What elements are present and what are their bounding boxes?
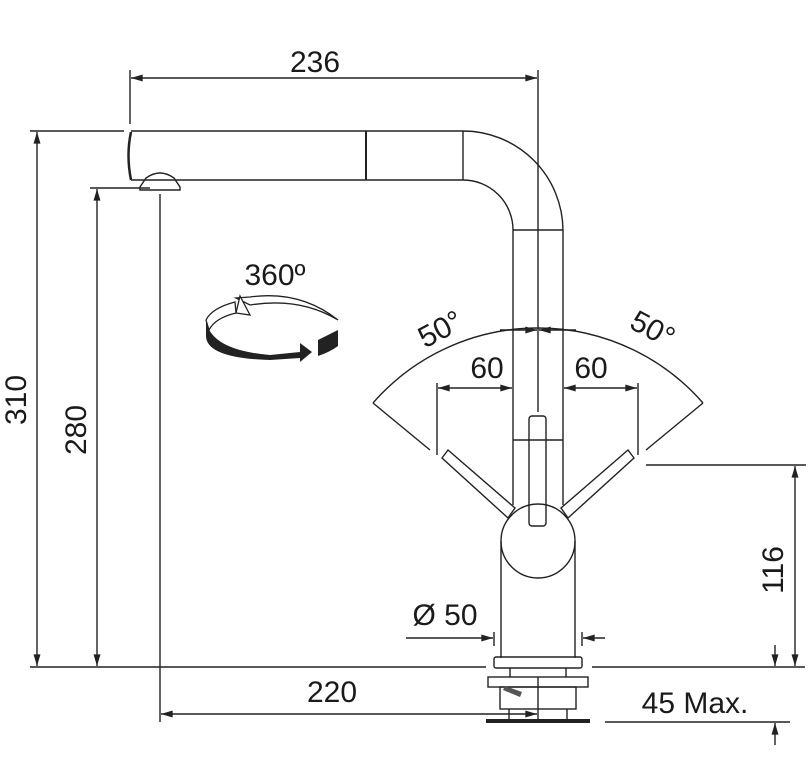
label-60-left: 60	[470, 352, 503, 385]
label-60-right: 60	[574, 352, 607, 385]
label-50-left: 50°	[413, 304, 469, 354]
label-220: 220	[307, 676, 357, 709]
faucet-body	[441, 415, 635, 723]
label-236: 236	[290, 46, 340, 79]
label-280: 280	[60, 405, 93, 455]
rotate-arrow-icon	[205, 294, 339, 362]
aerator	[139, 172, 181, 191]
dimension-base-diameter: Ø 50	[406, 599, 605, 646]
dimension-total-height: 310	[0, 130, 124, 666]
label-diameter-50: Ø 50	[412, 599, 477, 632]
dimension-max-deck: 45 Max.	[605, 645, 790, 745]
label-310: 310	[0, 375, 33, 425]
spout	[127, 130, 564, 505]
dimension-lever-height: 116	[646, 464, 806, 666]
dimension-lever-offset: 60 60	[436, 352, 639, 455]
rotation-indicator: 360º	[205, 259, 339, 362]
dimension-spout-height: 280	[60, 187, 150, 666]
lever-hub	[500, 503, 576, 579]
label-360: 360º	[244, 259, 305, 292]
dimension-spout-reach: 236	[129, 46, 537, 124]
dimension-projection: 220	[161, 676, 537, 718]
label-45-max: 45 Max.	[642, 687, 749, 720]
label-116: 116	[757, 546, 790, 594]
label-50-right: 50°	[625, 304, 681, 354]
